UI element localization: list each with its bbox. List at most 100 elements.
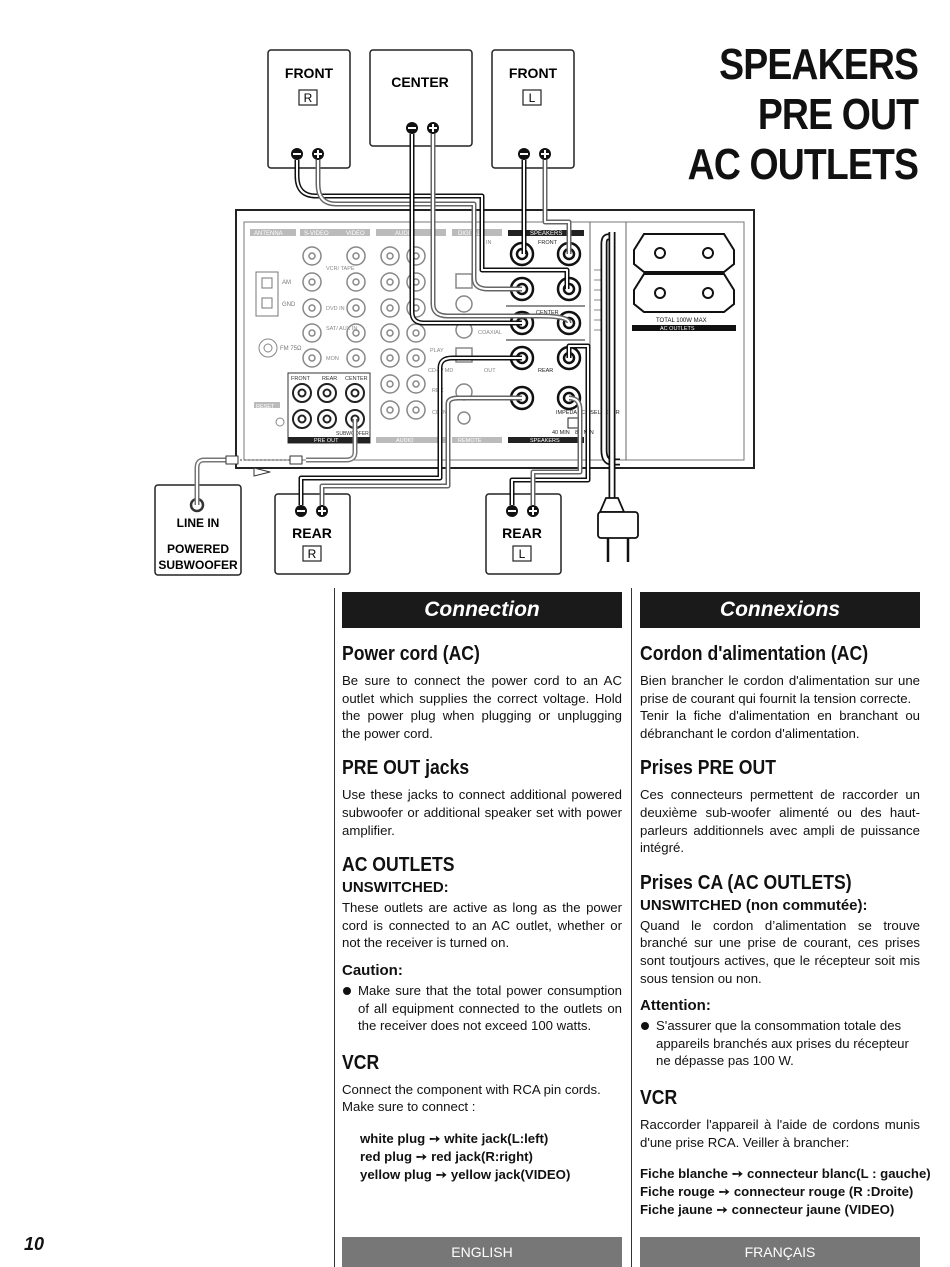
fr-caution-title: Attention: — [640, 997, 711, 1015]
arrow-right-icon: ➙ — [718, 1184, 730, 1200]
rear-r-ch: R — [308, 547, 317, 561]
front-r-label: FRONT — [285, 65, 334, 81]
sub-powered: POWERED — [167, 542, 229, 556]
label-8ohm: 8Ω MIN — [575, 430, 594, 436]
en-preout-text: Use these jacks to connect additional po… — [342, 787, 622, 838]
speaker-rear-l: REAR L — [485, 493, 562, 575]
powered-subwoofer: LINE IN POWERED SUBWOOFER — [154, 484, 242, 576]
connection-diagram: ANTENNA S-VIDEO VIDEO AUDIO DIGITAL SPEA… — [154, 49, 755, 576]
en-power-text: Be sure to connect the power cord to an … — [342, 673, 622, 741]
label-digital: DIGITAL — [458, 231, 482, 237]
en-preout-title: PRE OUT jacks — [342, 757, 470, 780]
label-coaxial: COAXIAL — [478, 330, 502, 336]
arrow-right-icon: ➙ — [435, 1166, 447, 1182]
arrow-right-icon: ➙ — [731, 1166, 744, 1182]
label-fm: FM 75Ω — [280, 346, 302, 352]
label-ac-outlets-panel: AC OUTLETS — [660, 326, 695, 332]
label-pre-out: PRE OUT — [314, 438, 339, 444]
label-preout-center: CENTER — [345, 376, 368, 382]
speaker-center: CENTER — [369, 49, 473, 147]
label-vcr: VCR/ TAPE — [326, 266, 355, 272]
label-mon: MON — [326, 356, 339, 362]
list-item: yellow plug➙yellow jack(VIDEO) — [360, 1166, 571, 1182]
fr-power-text-2: Tenir la fiche d'alimentation en brancha… — [640, 708, 920, 741]
speaker-front-l: FRONT L — [491, 49, 575, 169]
label-svideo: S-VIDEO — [304, 231, 329, 237]
label-out: OUT — [484, 368, 496, 374]
label-in: IN — [486, 240, 492, 246]
av-jack-grid — [302, 246, 426, 420]
fr-preout-title: Prises PRE OUT — [640, 757, 776, 780]
label-spk-front: FRONT — [538, 240, 558, 246]
en-ac-sub: UNSWITCHED: — [342, 879, 449, 897]
list-item: Fiche jaune➙connecteur jaune (VIDEO) — [640, 1202, 895, 1218]
fr-caution-text: S'assurer que la consommation totale des… — [640, 1017, 920, 1070]
fr-preout-text: Ces connecteurs permettent de raccorder … — [640, 787, 920, 856]
rear-l-label: REAR — [502, 525, 542, 541]
rear-r-label: REAR — [292, 525, 332, 541]
label-reset: RESET — [256, 404, 275, 410]
page-title: SPEAKERS PRE OUT AC OUTLETS — [687, 40, 919, 190]
center-label: CENTER — [391, 74, 449, 90]
sub-subwoofer: SUBWOOFER — [158, 558, 238, 572]
rear-l-ch: L — [519, 547, 526, 561]
title-line-pre-out: PRE OUT — [757, 90, 919, 139]
label-preout-front: FRONT — [291, 376, 311, 382]
sub-line-in: LINE IN — [177, 516, 220, 530]
speaker-cables — [194, 134, 620, 505]
en-caution-title: Caution: — [342, 961, 403, 979]
label-audio-top: AUDIO — [395, 231, 414, 237]
fr-vcr-text: Raccorder l'appareil à l'aide de cordons… — [640, 1116, 920, 1150]
label-antenna: ANTENNA — [254, 231, 283, 237]
front-l-ch: L — [529, 91, 536, 105]
page-number: 10 — [24, 1234, 45, 1254]
french-column: Connexions Cordon d'alimentation (AC) Bi… — [640, 592, 931, 1219]
list-item: Fiche blanche➙connecteur blanc(L : gauch… — [640, 1166, 931, 1182]
list-item: red plug➙red jack(R:right) — [360, 1148, 533, 1164]
speaker-rear-r: REAR R — [274, 493, 351, 575]
receiver-back-panel: ANTENNA S-VIDEO VIDEO AUDIO DIGITAL SPEA… — [235, 209, 755, 469]
label-play: PLAY — [430, 348, 444, 354]
en-ac-title: AC OUTLETS — [342, 854, 455, 877]
fr-vcr-title: VCR — [640, 1086, 678, 1109]
speaker-front-r: FRONT R — [267, 49, 351, 169]
ac-outlets: TOTAL 100W MAX AC OUTLETS — [632, 233, 736, 332]
label-audio-bottom: AUDIO — [396, 438, 414, 444]
en-vcr-text: Connect the component with RCA pin cords… — [342, 1081, 601, 1115]
en-vcr-title: VCR — [342, 1051, 380, 1074]
fr-plug-list: Fiche blanche➙connecteur blanc(L : gauch… — [640, 1165, 931, 1219]
arrow-right-icon: ➙ — [716, 1202, 728, 1218]
title-line-ac-outlets: AC OUTLETS — [687, 140, 919, 189]
column-divider-center — [631, 588, 632, 1267]
label-preout-rear: REAR — [322, 376, 337, 382]
fr-ac-sub: UNSWITCHED (non commutée): — [640, 896, 868, 914]
label-4ohm: 40 MIN — [552, 430, 570, 436]
fr-ac-title: Prises CA (AC OUTLETS) — [640, 871, 852, 894]
label-spk-center: CENTER — [536, 310, 559, 316]
label-speakers-top: SPEAKERS — [530, 231, 562, 237]
label-total-100w: TOTAL 100W MAX — [656, 318, 707, 324]
arrow-right-icon: ➙ — [429, 1130, 441, 1146]
en-caution-text: Make sure that the total power consumpti… — [342, 982, 622, 1035]
label-remote: REMOTE — [458, 438, 482, 444]
label-sat: SAT/ AUX IN — [326, 326, 357, 332]
front-r-ch: R — [304, 91, 313, 105]
french-header: Connexions — [640, 592, 920, 628]
title-line-speakers: SPEAKERS — [719, 40, 919, 89]
list-item: white plug➙white jack(L:left) — [360, 1130, 549, 1146]
label-spk-rear: REAR — [538, 368, 553, 374]
fr-power-title: Cordon d'alimentation (AC) — [640, 643, 869, 665]
en-ac-text: These outlets are active as long as the … — [342, 900, 622, 951]
french-tab: FRANÇAIS — [640, 1237, 920, 1267]
label-am: AM — [282, 280, 291, 286]
en-plug-list: white plug➙white jack(L:left) red plug➙r… — [342, 1130, 622, 1184]
label-gnd: GND — [282, 302, 296, 308]
arrow-right-icon: ➙ — [416, 1148, 428, 1164]
label-video: VIDEO — [346, 231, 365, 237]
label-speakers-bottom: SPEAKERS — [530, 438, 560, 444]
list-item: Fiche rouge➙connecteur rouge (R :Droite) — [640, 1184, 914, 1200]
english-column: Connection Power cord (AC) Be sure to co… — [342, 592, 622, 1184]
label-dvd: DVD IN — [326, 306, 345, 312]
english-tab: ENGLISH — [342, 1237, 622, 1267]
english-header: Connection — [342, 592, 622, 628]
